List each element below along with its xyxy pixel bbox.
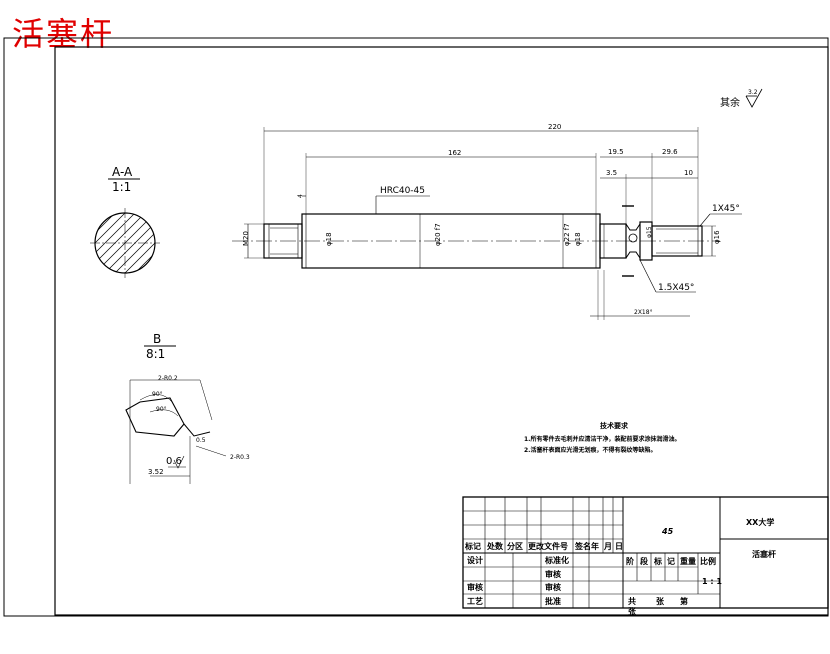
dim-d1: 19.5 — [608, 148, 624, 156]
detail-b-scale: 8:1 — [146, 347, 165, 361]
dim-d4: 10 — [684, 169, 693, 177]
detail-b: B 8:1 2-R0.2 90° 90° 0.6 0.5 3.52 2-R0.3 — [125, 332, 250, 484]
detail-b-note-352: 3.52 — [148, 468, 164, 476]
dim-body: 162 — [448, 149, 461, 157]
inner-frame — [54, 46, 829, 616]
tb-ratio-label: 比例 — [700, 556, 716, 566]
surface-note-value: 3.2 — [748, 89, 758, 96]
detail-b-note-angle1: 90° — [152, 391, 163, 398]
tech-req-item-2: 2.活塞杆表面应光滑无划痕，不得有裂纹等缺陷。 — [524, 446, 656, 454]
technical-requirements: 技术要求 1.所有零件去毛刺并应清洁干净，装配前要求涂抹润滑油。 2.活塞杆表面… — [524, 421, 680, 454]
tb-label-review2: 审核 — [545, 582, 561, 592]
dim-short: 4 — [297, 194, 304, 198]
tb-header-sign: 签名 — [574, 541, 591, 551]
section-aa-label: A-A — [112, 165, 133, 179]
right-neck — [599, 223, 627, 259]
dim-body-dia: φ18 — [325, 232, 333, 246]
tb-sheet-unit2: 张 — [628, 607, 637, 616]
tb-weight: 重量 — [680, 556, 696, 566]
detail-b-profile — [125, 397, 185, 437]
tb-part-name: 活塞杆 — [752, 549, 776, 559]
roughness-icon — [745, 88, 763, 108]
tb-header-docno: 更改文件号 — [528, 541, 568, 551]
detail-b-note-angle2: 90° — [156, 406, 167, 413]
detail-b-note-06: 0.6 — [166, 456, 182, 467]
tb-sheet-total: 共 — [628, 596, 636, 606]
tb-header-count: 处数 — [486, 541, 504, 551]
tb-sheet-unit1: 张 — [656, 597, 665, 606]
dim-dia-lab1: φ22 f7 — [563, 223, 571, 246]
detail-b-note-r02: 2-R0.2 — [158, 375, 178, 382]
surface-note-label: 其余 — [720, 96, 740, 109]
detail-b-note-05: 0.5 — [196, 437, 206, 444]
section-aa-scale: 1:1 — [112, 180, 131, 194]
dim-groove: 2X18° — [634, 309, 653, 316]
tb-sheet-no: 第 — [680, 596, 688, 606]
tb-label-craft: 工艺 — [467, 596, 483, 606]
dim-right-dia: φ16 — [713, 230, 721, 244]
tb-ratio-value: 1 : 1 — [702, 577, 722, 586]
detail-b-label: B — [153, 332, 161, 346]
right-thread-end — [651, 225, 703, 257]
title-block: 标记 处数 分区 更改文件号 签名 年 月 日 设计 标准化 审核 审核 审核 … — [462, 496, 829, 616]
tb-header-zone: 分区 — [507, 541, 523, 551]
tb-label-check: 审核 — [467, 582, 483, 592]
tb-header-month: 月 — [603, 542, 612, 551]
tb-material: 45 — [661, 527, 674, 536]
tech-req-item-1: 1.所有零件去毛刺并应清洁干净，装配前要求涂抹润滑油。 — [524, 435, 680, 443]
detail-roughness-icon — [173, 455, 185, 469]
section-a-a: A-A 1:1 — [90, 165, 160, 278]
chamfer2-note: 1.5X45° — [658, 283, 694, 293]
detail-b-marker — [628, 233, 638, 243]
tb-header-mark: 标记 — [464, 541, 481, 551]
tb-stage-2: 段 — [640, 556, 648, 566]
dim-dia-lab2: φ18 — [574, 232, 582, 246]
tb-label-review: 审核 — [545, 569, 561, 579]
tech-req-title: 技术要求 — [600, 421, 629, 430]
dim-left-dia: M20 — [242, 231, 250, 246]
tb-label-design: 设计 — [467, 555, 483, 565]
chamfer1-note: 1X45° — [712, 204, 740, 214]
tb-stage-3: 标 — [653, 556, 662, 566]
main-view: HRC40-45 220 162 19.5 29.6 3.5 10 4 — [232, 123, 742, 320]
dim-d2: 29.6 — [662, 148, 678, 156]
detail-b-note-r03: 2-R0.3 — [230, 454, 250, 461]
dim-d3: 3.5 — [606, 169, 617, 177]
tb-stage-4: 记 — [667, 556, 675, 566]
dim-dia-lab3: φ15 — [646, 226, 653, 238]
tb-header-year: 年 — [591, 541, 599, 551]
tb-label-approve: 批准 — [545, 596, 561, 606]
dim-center-dia: φ20 f7 — [434, 223, 442, 246]
hardness-note: HRC40-45 — [380, 186, 425, 196]
tb-school: XX大学 — [746, 517, 774, 527]
surface-finish-note: 其余 3.2 — [720, 88, 763, 109]
tb-label-std: 标准化 — [544, 555, 569, 565]
outer-frame — [3, 37, 829, 617]
tb-stage-1: 阶 — [626, 556, 634, 566]
dim-overall: 220 — [548, 123, 561, 131]
tb-header-day: 日 — [615, 542, 623, 551]
